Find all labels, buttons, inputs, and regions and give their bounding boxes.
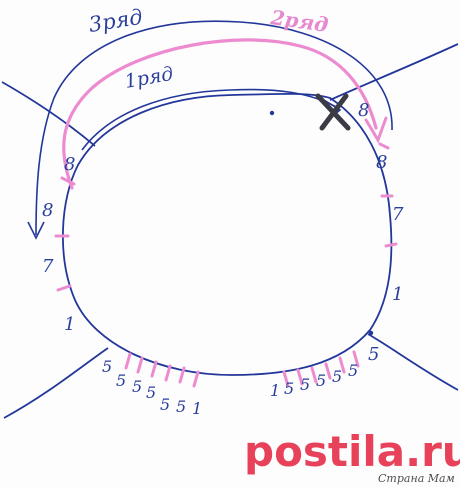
row1-arc	[81, 88, 339, 151]
row3-arrowhead	[27, 221, 45, 240]
count-item: 5	[132, 377, 142, 396]
count-left-1: 1	[64, 314, 75, 335]
count-item: 5	[332, 367, 342, 386]
row3-arc	[35, 20, 393, 236]
marker-dot	[269, 110, 275, 116]
count-item: 5	[316, 371, 326, 390]
row2-arrowhead	[364, 116, 388, 144]
radial-line-top-right	[329, 43, 459, 101]
radial-line-top-left	[1, 81, 96, 147]
count-top-right-b: 8	[376, 152, 387, 173]
count-right-1: 1	[392, 284, 403, 305]
count-left-8a: 8	[64, 154, 75, 175]
count-item: 1	[192, 399, 202, 418]
count-item: 5	[348, 361, 358, 380]
stitch-ticks	[54, 142, 398, 388]
count-item: 5	[102, 357, 112, 376]
watermark-sub: Страна Мам	[378, 472, 455, 485]
count-left-7: 7	[42, 256, 54, 277]
radial-line-bottom-left	[3, 347, 109, 419]
count-item: 5	[146, 383, 156, 402]
count-right-5: 5	[368, 344, 379, 365]
row2-label: 2ряд	[268, 5, 330, 37]
count-item: 5	[116, 371, 126, 390]
count-right-7: 7	[392, 204, 404, 225]
start-x-mark	[315, 93, 351, 131]
count-item: 5	[284, 379, 294, 398]
row1-label: 1ряд	[123, 63, 175, 93]
count-top-right-a: 8	[358, 100, 369, 121]
radial-line-bottom-right	[367, 333, 459, 391]
watermark-site: postila.ru	[244, 427, 460, 476]
ring	[62, 92, 393, 376]
count-left-8b: 8	[42, 200, 53, 221]
bottom-right-counts: 1 5 5 5 5 5	[270, 361, 358, 400]
count-item: 5	[176, 397, 186, 416]
watermark: postila.ru Страна Мам	[244, 427, 460, 485]
bottom-left-counts: 5 5 5 5 5 5 1	[102, 357, 202, 418]
count-item: 5	[160, 395, 170, 414]
count-item: 5	[300, 375, 310, 394]
marker-dot	[368, 330, 374, 336]
count-item: 1	[270, 381, 280, 400]
row2-arc	[62, 38, 378, 190]
